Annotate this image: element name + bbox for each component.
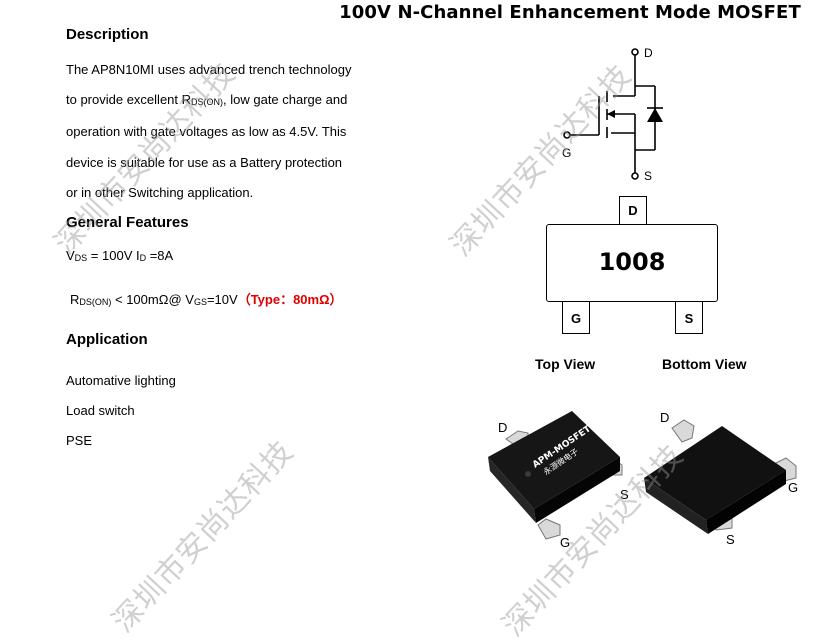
schematic-drain-label: D: [644, 46, 653, 60]
application-item: Automative lighting: [66, 373, 176, 388]
features-rdson: RDS(ON) < 100mΩ@ VGS=10V（Type：80mΩ）: [70, 292, 343, 307]
application-item: Load switch: [66, 403, 135, 418]
top-view-label: Top View: [535, 356, 596, 372]
features-typical-value: （Type：80mΩ）: [237, 292, 343, 307]
watermark-text: 深圳市安尚达科技: [105, 434, 301, 640]
package-photo-top: APM-MOSFET 永源微电子 D S G: [488, 411, 629, 550]
page-title: 100V N-Channel Enhancement Mode MOSFET: [339, 2, 801, 23]
application-heading: Application: [66, 331, 148, 348]
photo-top-source-label: S: [620, 487, 629, 502]
features-vds-id: VDS = 100V ID =8A: [66, 248, 174, 263]
package-pin-source: S: [675, 301, 703, 334]
photo-bottom-gate-label: G: [788, 480, 798, 495]
photo-bottom-source-label: S: [726, 532, 735, 547]
package-photo-bottom: D G S: [644, 410, 798, 547]
photo-top-gate-label: G: [560, 535, 570, 550]
package-pin-drain: D: [619, 196, 647, 225]
package-marking: 1008: [598, 248, 666, 276]
description-line-5: or in other Switching application.: [66, 184, 254, 200]
package-pin-gate: G: [562, 301, 590, 334]
features-heading: General Features: [66, 214, 189, 231]
description-line-1: The AP8N10MI uses advanced trench techno…: [66, 62, 352, 77]
application-item: PSE: [66, 433, 93, 448]
schematic-source-label: S: [644, 169, 652, 183]
description-line-3: operation with gate voltages as low as 4…: [66, 124, 347, 140]
description-paragraph: The AP8N10MI uses advanced trench techno…: [66, 55, 366, 208]
photo-top-drain-label: D: [498, 420, 507, 435]
package-body: 1008: [546, 224, 718, 302]
mosfet-schematic-symbol: D G S: [562, 46, 663, 183]
description-heading: Description: [66, 26, 149, 43]
schematic-gate-label: G: [562, 146, 571, 160]
description-line-4: device is suitable for use as a Battery …: [66, 154, 343, 170]
bottom-view-label: Bottom View: [662, 356, 747, 372]
photo-bottom-drain-label: D: [660, 410, 669, 425]
description-line-2: to provide excellent RDS(ON), low gate c…: [66, 92, 348, 108]
